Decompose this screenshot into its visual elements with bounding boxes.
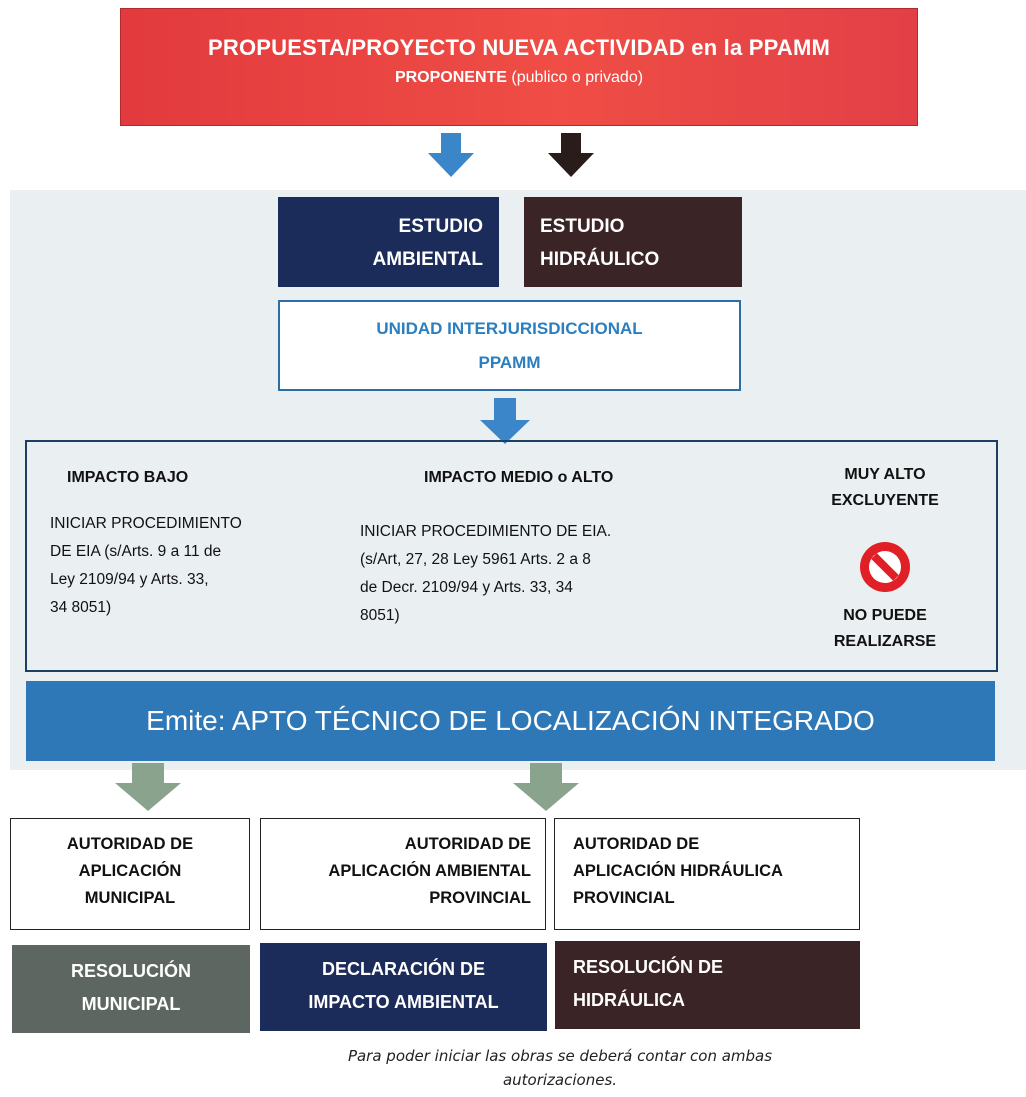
- impact-medium-high-line: 8051): [360, 607, 400, 624]
- authority-line: AUTORIDAD DE: [66, 835, 194, 853]
- municipal-authority-box: AUTORIDAD DE APLICACIÓN MUNICIPAL: [10, 818, 250, 930]
- impact-low-line: 34 8051): [50, 599, 112, 616]
- resolution-line: HIDRÁULICA: [573, 990, 685, 1010]
- process-panel: [10, 190, 1026, 770]
- resolution-line: DECLARACIÓN DE: [321, 959, 485, 979]
- environmental-authority-box: AUTORIDAD DE APLICACIÓN AMBIENTAL PROVIN…: [260, 818, 546, 930]
- resolution-line: MUNICIPAL: [81, 994, 181, 1014]
- impact-low-title: IMPACTO BAJO: [67, 469, 189, 486]
- authority-line: APLICACIÓN AMBIENTAL: [328, 862, 531, 880]
- resolution-line: RESOLUCIÓN: [70, 961, 191, 981]
- very-high-line-1: MUY ALTO: [844, 466, 926, 483]
- unit-line-1: UNIDAD INTERJURISDICCIONAL: [376, 319, 643, 338]
- arrow-down-dark-icon: [548, 133, 594, 177]
- footnote: Para poder iniciar las obras se deberá c…: [260, 1044, 860, 1092]
- impact-very-high-title: MUY ALTO EXCLUYENTE: [800, 462, 970, 514]
- hydraulic-study-box: ESTUDIO HIDRÁULICO: [524, 197, 742, 287]
- hyd-study-line-1: ESTUDIO: [540, 216, 625, 237]
- impact-classification-box: [25, 440, 998, 672]
- cannot-be-done-label: NO PUEDE REALIZARSE: [800, 603, 970, 655]
- impact-low-text: INICIAR PROCEDIMIENTO DE EIA (s/Arts. 9 …: [50, 510, 320, 622]
- environmental-impact-declaration-box: DECLARACIÓN DE IMPACTO AMBIENTAL: [260, 943, 547, 1031]
- hyd-study-line-2: HIDRÁULICO: [540, 249, 660, 270]
- arrow-down-blue-icon: [428, 133, 474, 177]
- impact-medium-high-line: (s/Art, 27, 28 Ley 5961 Arts. 2 a 8: [360, 551, 591, 568]
- arrow-down-green-icon: [115, 763, 181, 811]
- env-study-line-2: AMBIENTAL: [372, 249, 483, 270]
- arrow-down-blue-icon: [480, 398, 530, 444]
- impact-low-line: DE EIA (s/Arts. 9 a 11 de: [50, 543, 222, 560]
- arrow-down-green-icon: [513, 763, 579, 811]
- authority-line: PROVINCIAL: [573, 889, 675, 907]
- cannot-line-2: REALIZARSE: [833, 633, 937, 650]
- impact-medium-high-title: IMPACTO MEDIO o ALTO: [424, 469, 614, 486]
- impact-low-line: INICIAR PROCEDIMIENTO: [50, 515, 242, 532]
- impact-low-line: Ley 2109/94 y Arts. 33,: [50, 571, 209, 588]
- impact-medium-high-line: de Decr. 2109/94 y Arts. 33, 34: [360, 579, 573, 596]
- hydraulic-resolution-box: RESOLUCIÓN DE HIDRÁULICA: [555, 941, 860, 1029]
- environmental-study-box: ESTUDIO AMBIENTAL: [278, 197, 499, 287]
- very-high-line-2: EXCLUYENTE: [831, 492, 939, 509]
- authority-line: PROVINCIAL: [429, 889, 531, 907]
- impact-medium-high-text: INICIAR PROCEDIMIENTO DE EIA. (s/Art, 27…: [360, 518, 690, 630]
- authority-line: AUTORIDAD DE: [404, 835, 531, 853]
- interjurisdictional-unit-box: UNIDAD INTERJURISDICCIONAL PPAMM: [278, 300, 741, 391]
- authority-line: MUNICIPAL: [84, 889, 176, 907]
- authority-line: APLICACIÓN: [78, 862, 182, 880]
- resolution-line: RESOLUCIÓN DE: [573, 957, 724, 977]
- prohibited-icon: [860, 542, 910, 592]
- impact-medium-high-line: INICIAR PROCEDIMIENTO DE EIA.: [360, 523, 612, 540]
- footnote-line-2: autorizaciones.: [502, 1071, 618, 1089]
- footnote-line-1: Para poder iniciar las obras se deberá c…: [347, 1047, 773, 1065]
- authority-line: APLICACIÓN HIDRÁULICA: [573, 862, 783, 880]
- integrated-approval-banner: Emite: APTO TÉCNICO DE LOCALIZACIÓN INTE…: [26, 681, 995, 761]
- hydraulic-authority-box: AUTORIDAD DE APLICACIÓN HIDRÁULICA PROVI…: [554, 818, 860, 930]
- municipal-resolution-box: RESOLUCIÓN MUNICIPAL: [12, 945, 250, 1033]
- proposal-title: PROPUESTA/PROYECTO NUEVA ACTIVIDAD en la…: [207, 35, 830, 60]
- proposal-box: PROPUESTA/PROYECTO NUEVA ACTIVIDAD en la…: [120, 8, 918, 126]
- resolution-line: IMPACTO AMBIENTAL: [308, 992, 499, 1012]
- authority-line: AUTORIDAD DE: [573, 835, 700, 853]
- proponent-main: PROPONENTE: [394, 69, 507, 86]
- proponent-label: PROPONENTE (publico o privado): [121, 69, 917, 87]
- env-study-line-1: ESTUDIO: [398, 216, 483, 237]
- proponent-detail: (publico o privado): [511, 69, 644, 86]
- unit-line-2: PPAMM: [478, 353, 541, 372]
- cannot-line-1: NO PUEDE: [843, 607, 927, 624]
